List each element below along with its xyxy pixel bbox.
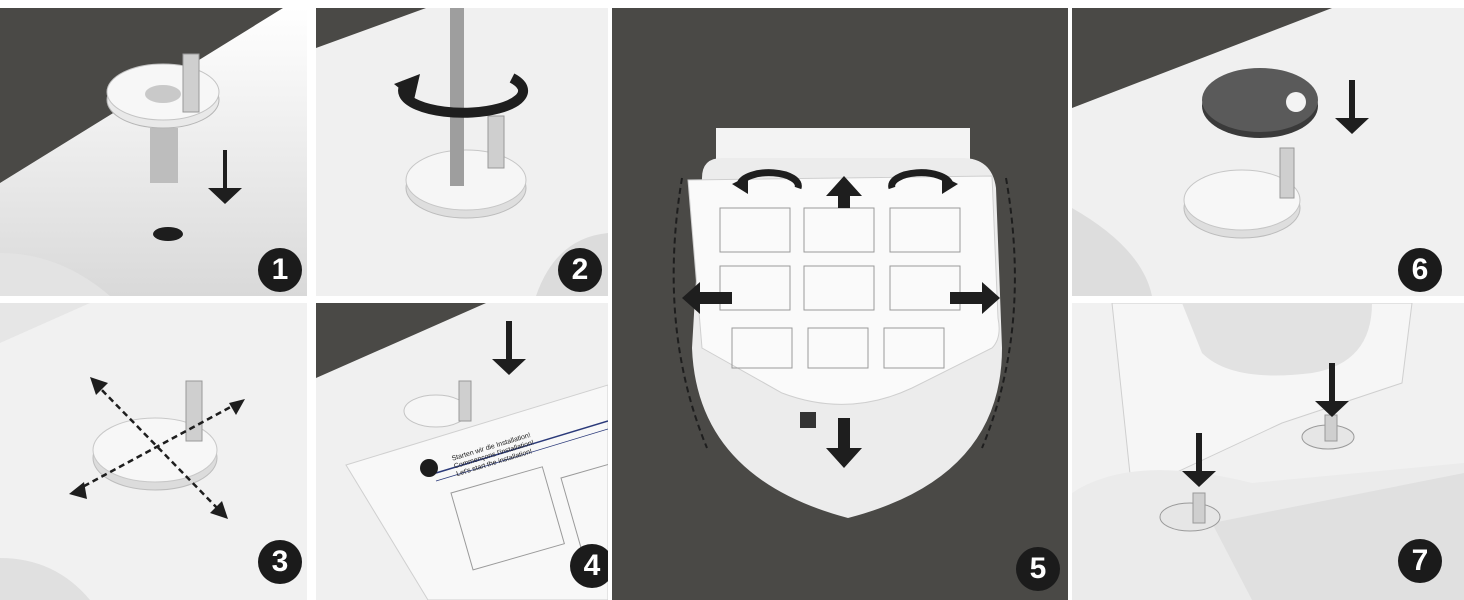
four-way-arrow-icon: [74, 382, 239, 514]
step-number-badge: 1: [258, 248, 302, 292]
hinge-pin: [1192, 492, 1206, 524]
step-number-badge: 4: [570, 544, 608, 588]
up-arrow-icon: [826, 176, 862, 208]
down-arrow-icon: [492, 321, 526, 375]
right-arrow-icon: [950, 282, 1000, 314]
screwdriver-shaft: [450, 8, 464, 186]
threaded-bolt: [150, 128, 178, 183]
step-4-panel: Starten wir die Installation! Commençons…: [316, 303, 608, 600]
mounting-hole: [153, 227, 183, 241]
step-6-illustration: [1072, 8, 1464, 296]
step-2-panel: 2: [316, 8, 608, 296]
step-5-panel: 5: [612, 8, 1068, 600]
step-number-badge: 2: [558, 248, 602, 292]
step-number-badge: 6: [1398, 248, 1442, 292]
hinge-pin: [487, 115, 505, 169]
step-number-badge: 5: [1016, 547, 1060, 591]
qr-code: [800, 412, 816, 428]
step-6-panel: 6: [1072, 8, 1464, 296]
hinge-pin: [182, 53, 200, 113]
hinge-base-plate: [1159, 502, 1221, 532]
instruction-sheet: [345, 384, 608, 600]
hinge-pin: [458, 380, 472, 422]
step-7-panel: 7: [1072, 303, 1464, 600]
step-3-illustration: [0, 303, 307, 600]
down-arrow-icon: [1182, 433, 1216, 487]
rotate-arrow-icon: [398, 73, 529, 118]
step-3-panel: 3: [0, 303, 307, 600]
left-arrow-icon: [682, 282, 732, 314]
step-2-illustration: [316, 8, 608, 296]
instruction-sheet: [687, 175, 1000, 405]
step-1-illustration: [0, 8, 307, 296]
step-number-badge: 7: [1398, 539, 1442, 583]
hinge-base-plate: [403, 394, 469, 428]
hinge-pin: [185, 380, 203, 442]
step-7-illustration: [1072, 303, 1464, 600]
step-1-panel: 1: [0, 8, 307, 296]
step-4-illustration: [316, 303, 608, 600]
down-arrow-icon: [1335, 80, 1369, 134]
hinge-pin: [1324, 414, 1338, 442]
down-arrow-icon: [1315, 363, 1349, 417]
down-arrow-icon: [208, 150, 242, 204]
hinge-pin: [1279, 147, 1295, 199]
step-5-illustration: [612, 8, 1068, 600]
toilet-top-surface: [1072, 8, 1464, 296]
step-number-badge: 3: [258, 540, 302, 584]
down-arrow-icon: [826, 418, 862, 468]
